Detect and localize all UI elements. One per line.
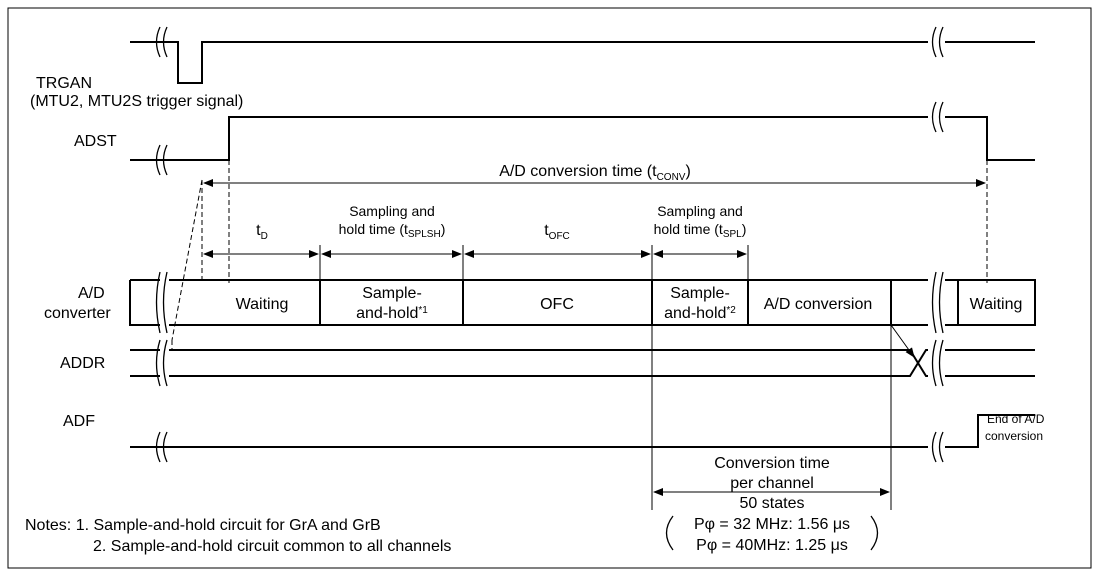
addr-break-mark (155, 339, 944, 387)
td-label: tD (256, 222, 268, 242)
clock-bracket-left (665, 515, 674, 551)
end-of-conversion-line1: End of A/D (987, 412, 1045, 426)
end-of-conversion-line2: conversion (985, 429, 1043, 443)
segment-ad-conversion: A/D conversion (764, 296, 873, 313)
conversion-time-label: A/D conversion time (tCONV) (499, 163, 691, 183)
per-channel-line1: Conversion time (714, 455, 830, 472)
note-2: 2. Sample-and-hold circuit common to all… (93, 538, 451, 555)
spl-label-line1: Sampling and (657, 203, 743, 219)
segment-sample-hold-2-line1: Sample- (670, 285, 730, 302)
per-channel-line2: per channel (730, 475, 814, 492)
addr-update-arrow (890, 324, 915, 358)
segment-waiting-2: Waiting (970, 296, 1023, 313)
segment-sample-hold-1-line1: Sample- (362, 285, 422, 302)
adc-row-outline (129, 279, 1036, 326)
spl-label-line2: hold time (tSPL) (654, 221, 747, 240)
adst-waveform (130, 116, 1035, 161)
adc-label-line2: converter (44, 305, 111, 322)
tofc-label: tOFC (544, 222, 570, 242)
adc-label-line1: A/D (78, 285, 105, 302)
trgan-label: TRGAN (36, 75, 92, 92)
adst-break-mark (155, 101, 944, 176)
trgan-waveform (130, 41, 1035, 84)
segment-waiting-1: Waiting (236, 296, 289, 313)
segment-sample-hold-2-line2: and-hold*2 (664, 305, 736, 322)
adf-label: ADF (63, 413, 95, 430)
clock-bracket-right (870, 515, 879, 551)
adf-waveform (130, 414, 1035, 448)
adst-label: ADST (74, 133, 117, 150)
addr-waveform (130, 349, 1035, 377)
adc-break-mark (155, 271, 944, 334)
splsh-label-line1: Sampling and (349, 203, 435, 219)
reference-lines (171, 160, 988, 510)
adf-break-mark (155, 431, 944, 463)
per-channel-states: 50 states (740, 495, 805, 512)
note-1: Notes: 1. Sample-and-hold circuit for Gr… (25, 517, 381, 534)
clock-40mhz: Pφ = 40MHz: 1.25 μs (696, 537, 848, 554)
clock-32mhz: Pφ = 32 MHz: 1.56 μs (694, 516, 850, 533)
addr-label: ADDR (60, 355, 105, 372)
segment-ofc: OFC (540, 296, 574, 313)
segment-sample-hold-1-line2: and-hold*1 (356, 305, 428, 322)
trgan-description: (MTU2, MTU2S trigger signal) (30, 93, 243, 110)
splsh-label-line2: hold time (tSPLSH) (339, 221, 446, 240)
trgan-break-mark (155, 26, 944, 58)
diagram-frame (7, 7, 1092, 569)
